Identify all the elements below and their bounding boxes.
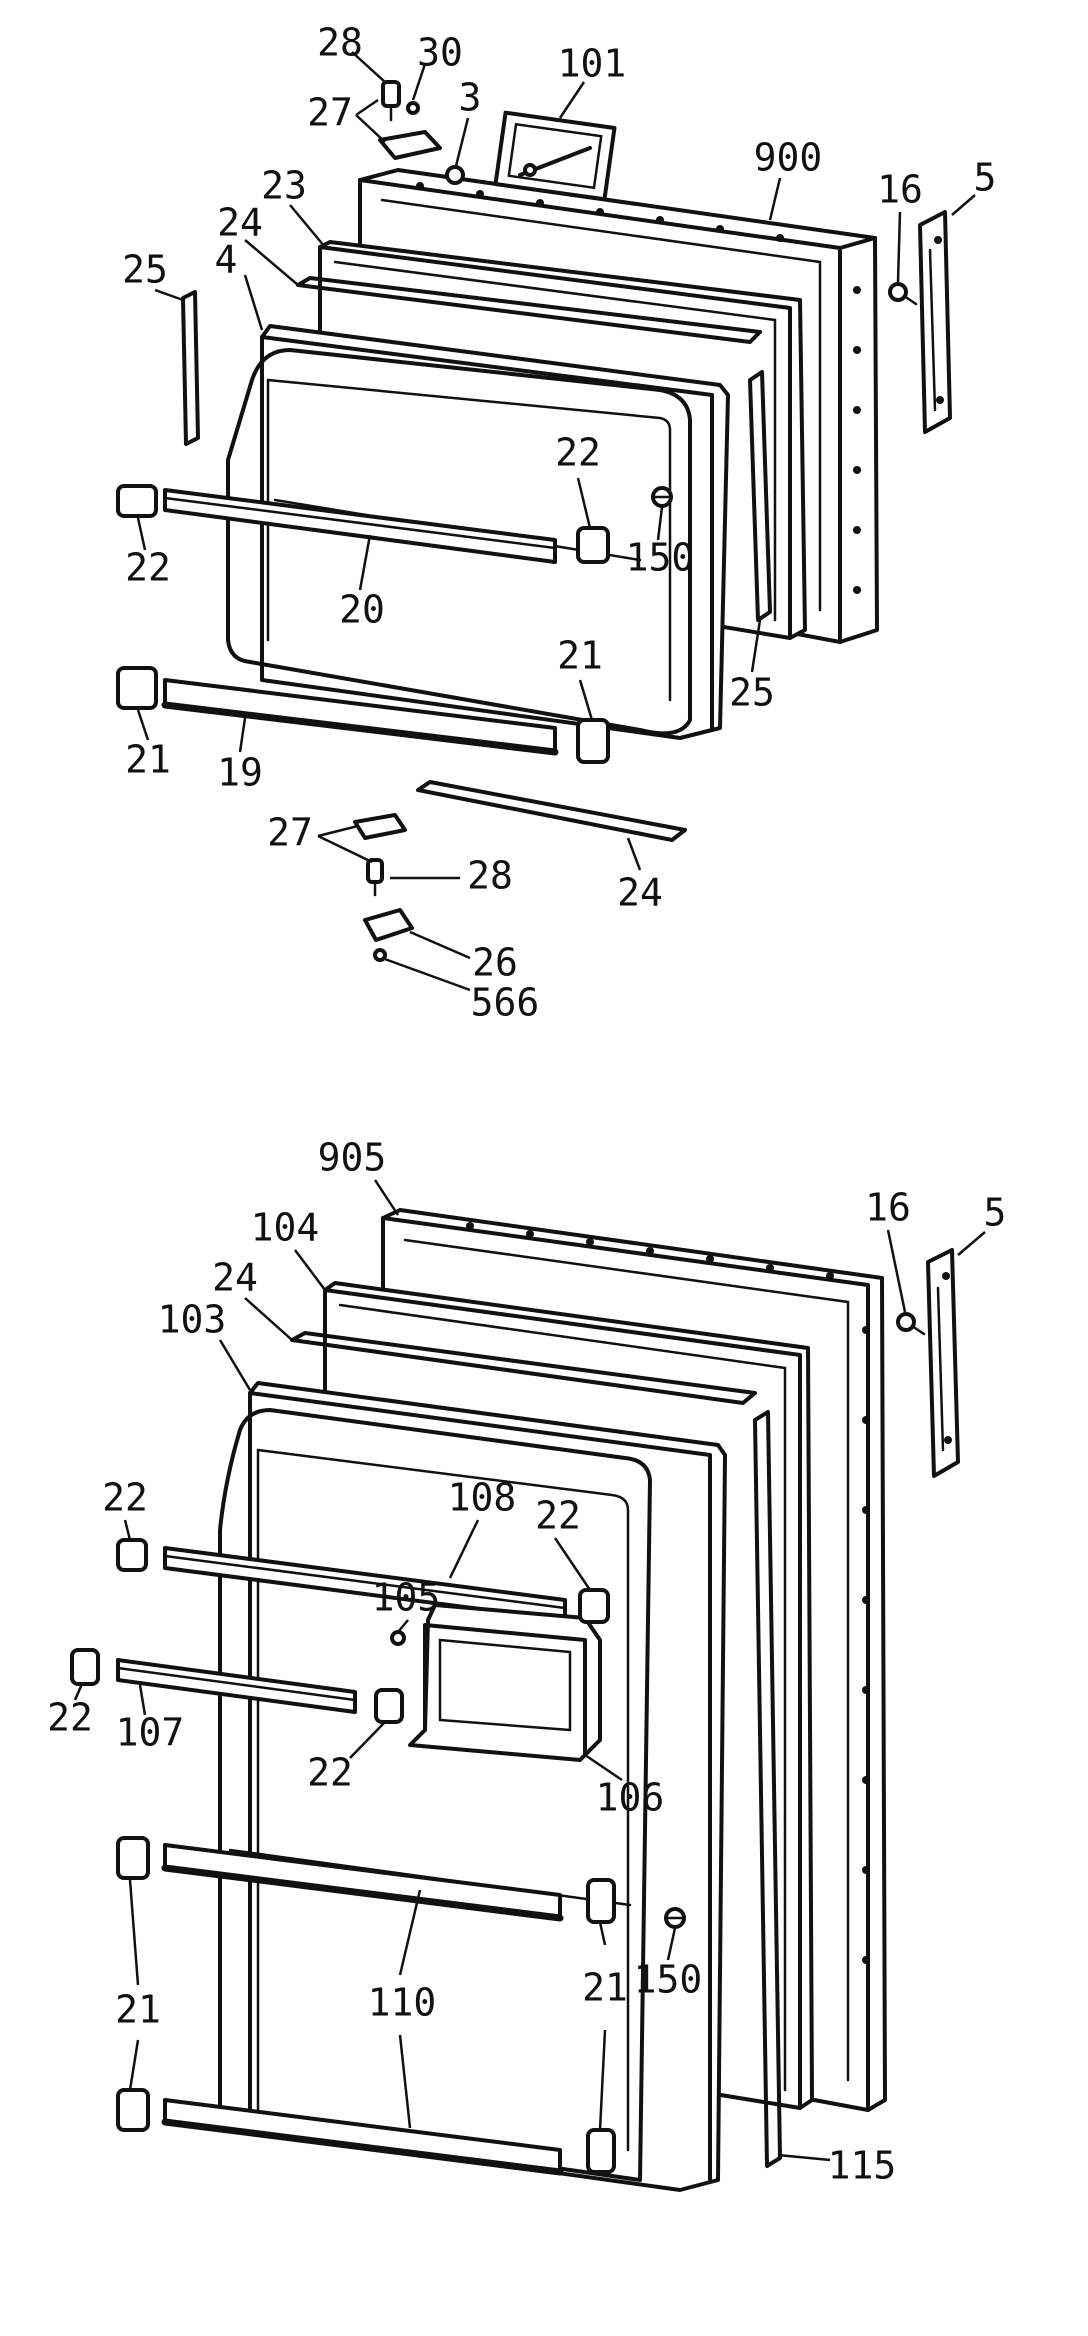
trim-strip-24-top bbox=[296, 276, 762, 344]
shelf-bar-19 bbox=[161, 678, 559, 756]
shelf-bar-107 bbox=[116, 1658, 357, 1714]
label-28: 28 bbox=[317, 21, 363, 65]
label-23: 23 bbox=[261, 164, 307, 208]
door-handle-5-bottom bbox=[926, 1248, 960, 1478]
shelf-clip-22-left bbox=[116, 484, 158, 518]
label-19: 19 bbox=[217, 751, 263, 795]
label-24: 24 bbox=[217, 201, 263, 245]
label-110: 110 bbox=[368, 1981, 437, 2025]
screw-150-top bbox=[651, 486, 673, 508]
label-21: 21 bbox=[125, 738, 171, 782]
label-103: 103 bbox=[158, 1298, 227, 1342]
label-106: 106 bbox=[596, 1776, 665, 1820]
hinge-plate-26 bbox=[363, 908, 414, 942]
hinge-plate-101 bbox=[493, 110, 617, 202]
part-labels: 28 30 101 27 3 900 23 16 5 24 25 4 22 22… bbox=[47, 21, 1006, 2188]
freezer-door-assembly bbox=[116, 80, 952, 962]
label-22: 22 bbox=[102, 1476, 148, 1520]
shelf-clip-22-mid-right bbox=[374, 1688, 404, 1724]
label-566: 566 bbox=[471, 981, 540, 1025]
label-105: 105 bbox=[372, 1576, 441, 1620]
label-21: 21 bbox=[582, 1966, 628, 2010]
fresh-food-door-assembly bbox=[70, 1208, 960, 2192]
label-108: 108 bbox=[448, 1476, 517, 1520]
trim-strip-25-left bbox=[181, 290, 200, 446]
shelf-clip-22-upper-right bbox=[578, 1588, 610, 1624]
shelf-bar-110-lower bbox=[161, 2098, 564, 2176]
label-3: 3 bbox=[459, 76, 482, 120]
trim-strip-24-fresh bbox=[290, 1331, 757, 1405]
plug-3 bbox=[445, 165, 465, 185]
hinge-bracket-27-top bbox=[378, 130, 442, 160]
dairy-compartment-106 bbox=[408, 1603, 602, 1762]
screw-16-bottom bbox=[896, 1312, 926, 1336]
label-22: 22 bbox=[307, 1751, 353, 1795]
shelf-clip-22-upper-left bbox=[116, 1538, 148, 1572]
label-5: 5 bbox=[974, 156, 997, 200]
shelf-clip-22-mid-left bbox=[70, 1648, 100, 1686]
label-26: 26 bbox=[472, 941, 518, 985]
label-24: 24 bbox=[212, 1256, 258, 1300]
label-27: 27 bbox=[267, 811, 313, 855]
label-905: 905 bbox=[318, 1136, 387, 1180]
trim-strip-115 bbox=[753, 1410, 782, 2168]
label-22: 22 bbox=[535, 1494, 581, 1538]
shelf-bar-20 bbox=[163, 488, 557, 564]
shelf-clip-22-right bbox=[576, 526, 610, 564]
shelf-bar-110-upper bbox=[161, 1843, 564, 1922]
trim-strip-25-right bbox=[748, 370, 772, 622]
hinge-pin-28-top bbox=[381, 80, 401, 122]
label-22: 22 bbox=[555, 431, 601, 475]
screw-30 bbox=[406, 101, 420, 115]
label-4: 4 bbox=[215, 238, 238, 282]
label-150: 150 bbox=[626, 536, 695, 580]
shelf-clip-21-lower-left bbox=[116, 2088, 150, 2132]
label-104: 104 bbox=[251, 1206, 320, 1250]
label-150: 150 bbox=[634, 1958, 703, 2002]
label-28: 28 bbox=[467, 854, 513, 898]
label-16: 16 bbox=[877, 168, 923, 212]
screw-16-top bbox=[888, 282, 918, 306]
door-handle-5-top bbox=[918, 210, 952, 434]
shelf-clip-21-lower-right bbox=[586, 2128, 616, 2174]
label-5: 5 bbox=[984, 1191, 1007, 1235]
label-900: 900 bbox=[754, 136, 823, 180]
leader-lines bbox=[73, 51, 986, 2162]
label-115: 115 bbox=[828, 2144, 897, 2188]
label-20: 20 bbox=[339, 588, 385, 632]
label-27: 27 bbox=[307, 91, 353, 135]
label-25: 25 bbox=[122, 248, 168, 292]
shelf-clip-21-left bbox=[116, 666, 158, 710]
label-21: 21 bbox=[115, 1988, 161, 2032]
label-22: 22 bbox=[47, 1696, 93, 1740]
shelf-clip-21-upper-right bbox=[586, 1878, 616, 1924]
shelf-clip-21-upper-left bbox=[116, 1836, 150, 1880]
screw-105 bbox=[390, 1630, 406, 1646]
label-30: 30 bbox=[417, 31, 463, 75]
label-101: 101 bbox=[558, 42, 627, 86]
screw-150-bottom bbox=[664, 1907, 686, 1929]
label-16: 16 bbox=[865, 1186, 911, 1230]
hinge-bracket-27-bottom bbox=[353, 813, 407, 840]
shelf-clip-21-right bbox=[576, 718, 610, 764]
hinge-pin-28-bottom bbox=[366, 858, 384, 897]
label-22: 22 bbox=[125, 546, 171, 590]
label-25: 25 bbox=[729, 671, 775, 715]
label-21: 21 bbox=[557, 634, 603, 678]
trim-strip-24-bottom bbox=[416, 780, 687, 842]
label-24: 24 bbox=[617, 871, 663, 915]
label-107: 107 bbox=[116, 1711, 185, 1755]
